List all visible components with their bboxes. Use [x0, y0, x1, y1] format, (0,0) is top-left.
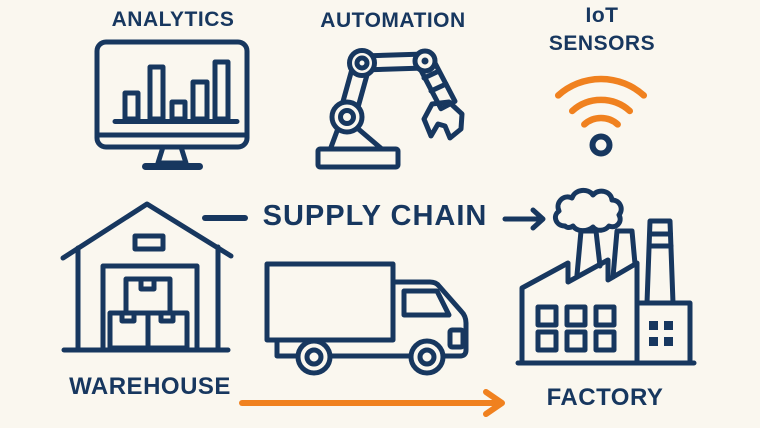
factory-label: FACTORY	[546, 384, 664, 411]
sensors-label: SENSORS	[548, 32, 656, 55]
monitor-bar-chart-icon	[94, 39, 250, 170]
warehouse-to-factory-arrow-icon	[239, 389, 505, 417]
delivery-truck-icon	[264, 261, 469, 376]
iot-label: IoT	[585, 4, 619, 27]
supply-chain-title: SUPPLY CHAIN	[262, 200, 488, 232]
analytics-label: ANALYTICS	[111, 8, 235, 31]
wifi-signal-icon	[554, 75, 648, 157]
factory-cloud-icon	[515, 188, 697, 366]
warehouse-label: WAREHOUSE	[69, 373, 231, 400]
automation-label: AUTOMATION	[320, 9, 466, 32]
robot-arm-icon	[315, 48, 465, 170]
supply-chain-dash-connector	[202, 215, 248, 221]
warehouse-icon	[60, 201, 234, 353]
supply-chain-arrow-icon	[502, 207, 546, 231]
